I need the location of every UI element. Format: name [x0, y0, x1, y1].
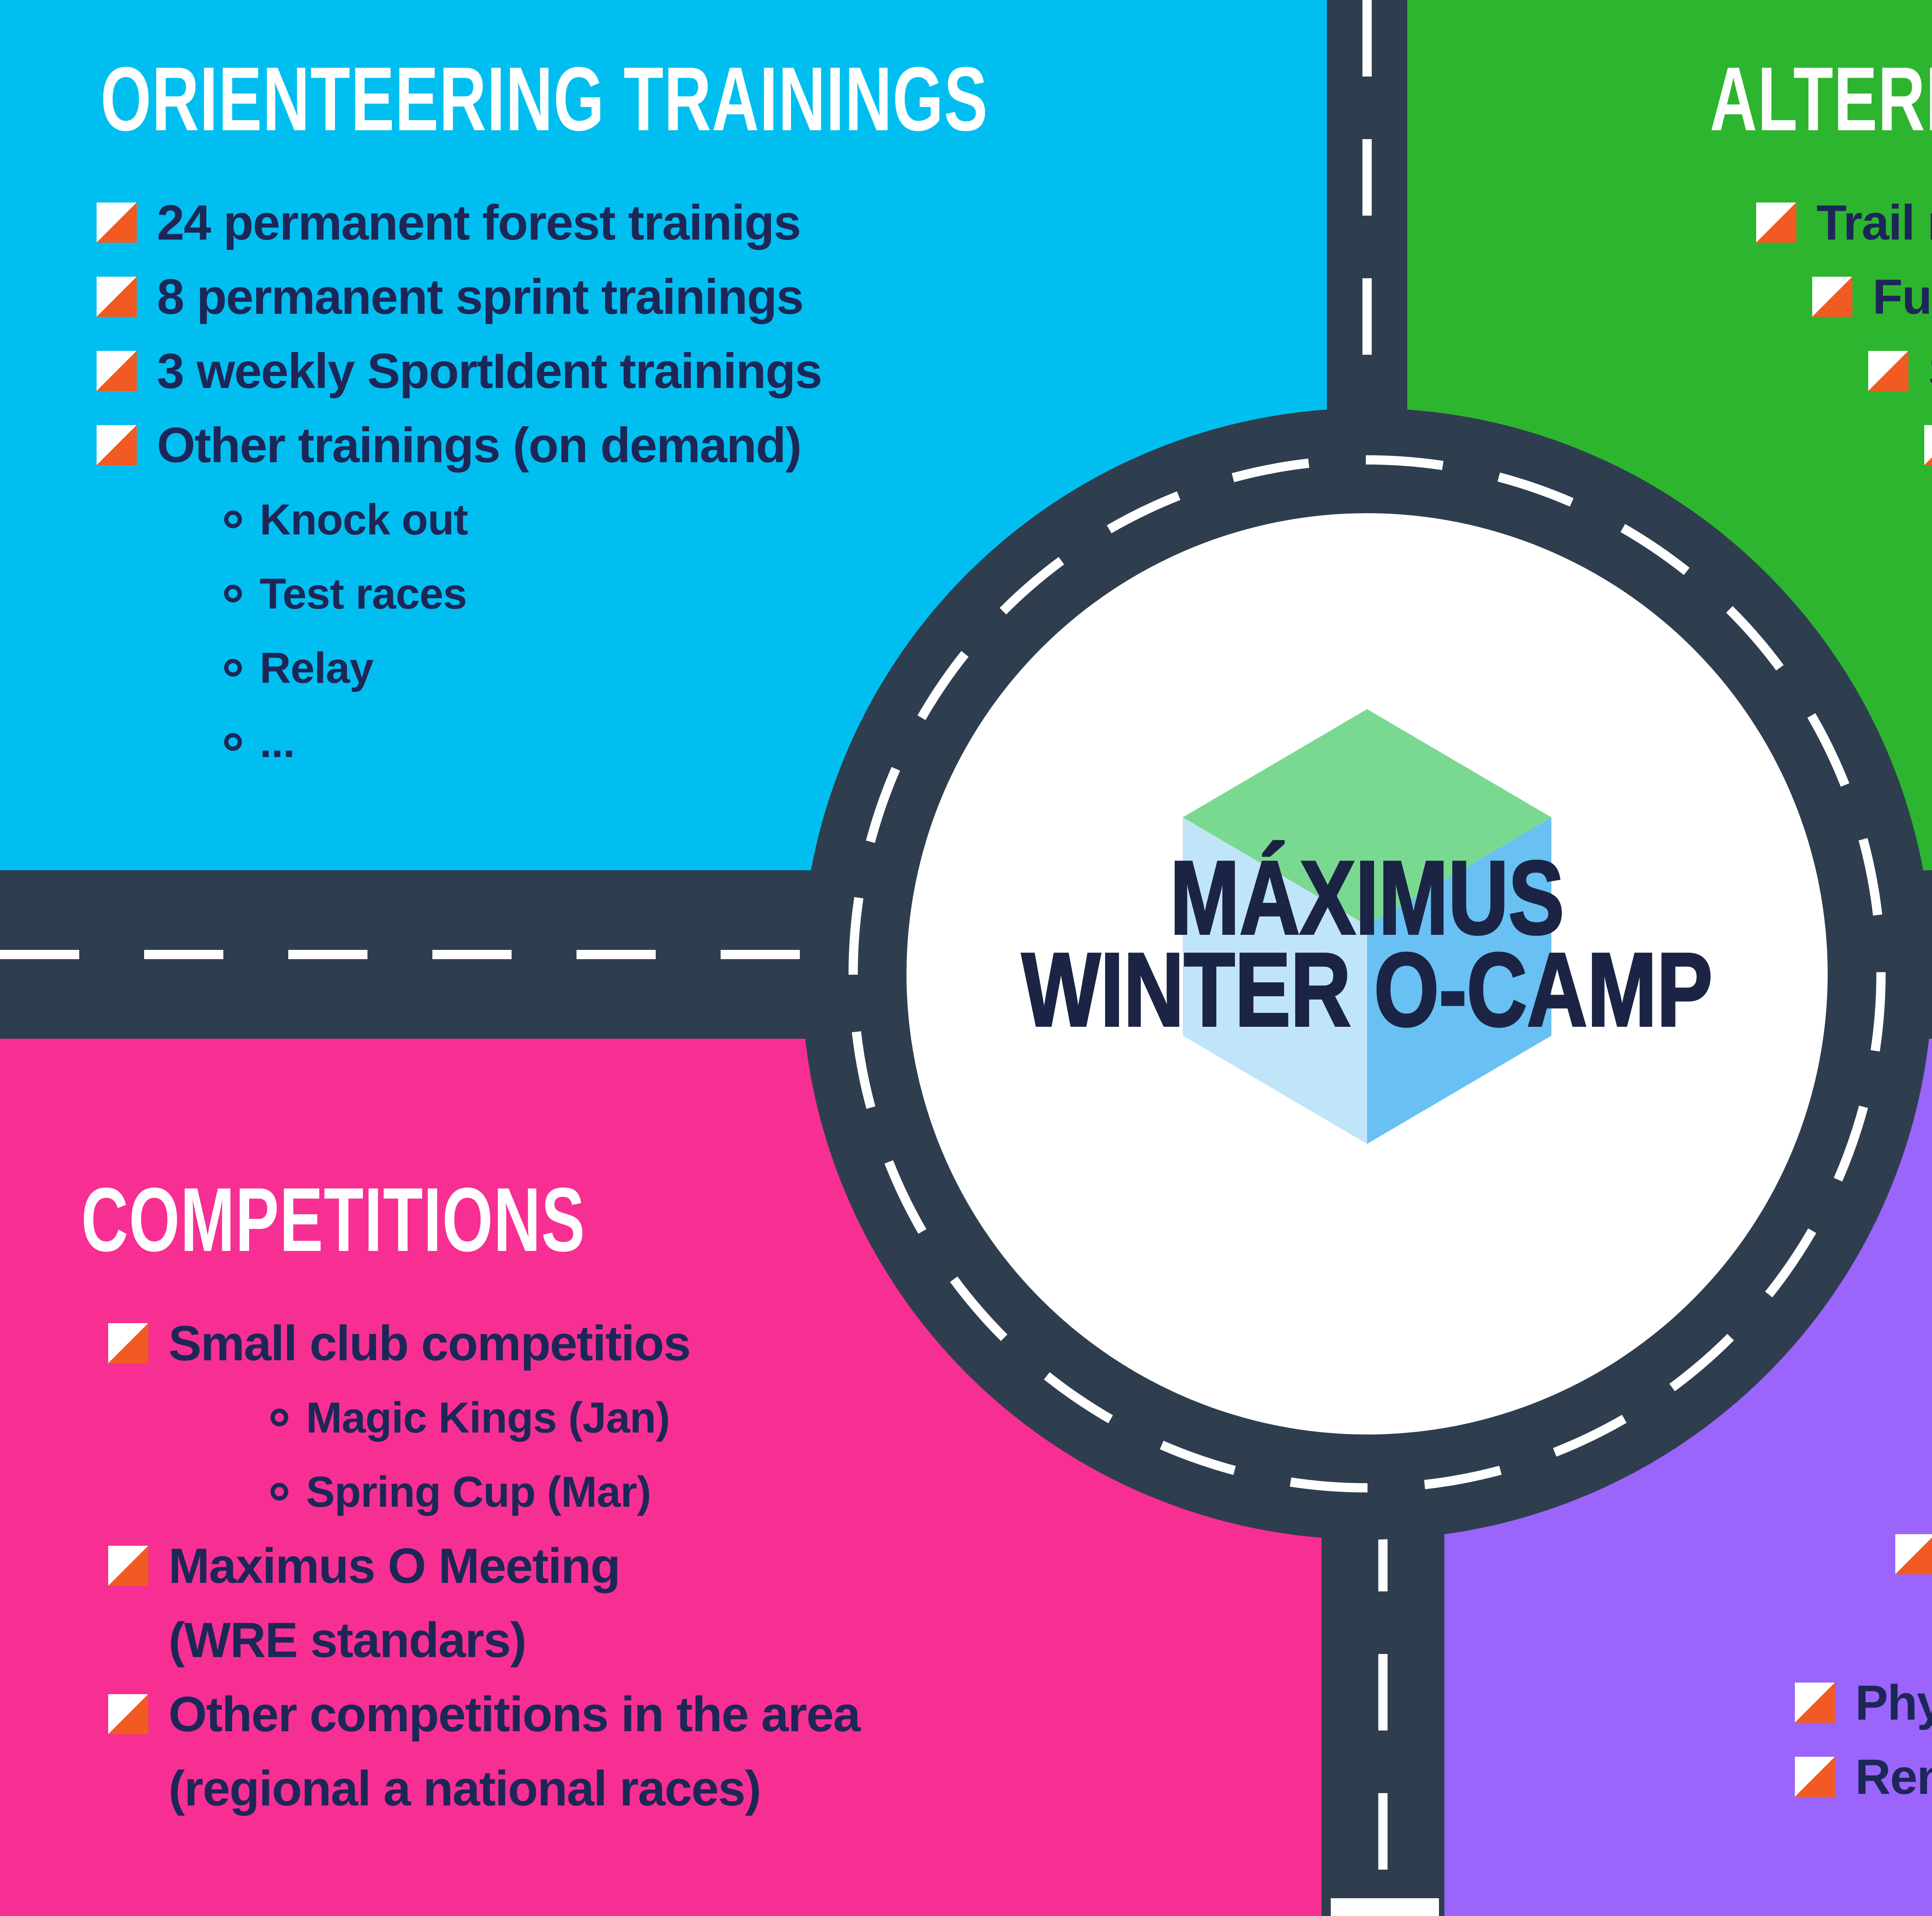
list-item-label: Maximus O Meeting: [168, 1538, 621, 1594]
sub-list-item: Relay: [224, 631, 821, 705]
control-flag-icon: [108, 1694, 148, 1734]
list-item-label: 24 permanent forest trainigs: [157, 195, 801, 250]
sub-item-label: ...: [260, 718, 295, 766]
circle-bullet-icon: [270, 1483, 288, 1501]
list-item: Rental bikes: [1924, 408, 1932, 482]
control-flag-icon: [1795, 1757, 1835, 1797]
list-item: Maximus O Meeting: [108, 1529, 860, 1603]
control-flag-icon: [1812, 277, 1852, 317]
circle-bullet-icon: [270, 1409, 288, 1426]
control-flag-icon: [97, 351, 137, 391]
list-item: 24 permanent forest trainigs: [97, 185, 821, 260]
list-item: Rental cars counseling: [1795, 1740, 1932, 1814]
sub-item-label: Relay: [260, 643, 374, 692]
camp-title-line2: WINTER O-CAMP: [1021, 932, 1714, 1048]
control-flag-icon: [1895, 1534, 1932, 1574]
sub-list-item: Test races: [224, 556, 821, 631]
section-title-alternative: ALTERNATIVE TRAININGS: [1710, 48, 1932, 150]
list-item: 3 weekly SportIdent trainings: [97, 334, 822, 408]
list-item-label: (WRE standars): [168, 1612, 527, 1668]
list-item-label: Rental cars counseling: [1855, 1749, 1932, 1805]
list-item: Small club competitios: [108, 1306, 860, 1380]
list-item: Other trainings (on demand): [97, 408, 821, 482]
camp-title-line1: MÁXIMUS: [1169, 840, 1565, 956]
control-flag-icon: [97, 277, 137, 317]
quadrant-logistics: LOGISTICS Best accommodations Fully eqqu…: [1444, 1039, 1932, 1916]
list-item: Partner restaurants with: [1895, 1517, 1932, 1591]
control-flag-icon: [1868, 351, 1908, 391]
sub-item-label: Test races: [260, 569, 467, 618]
sub-item-label: Spring Cup (Mar): [306, 1467, 651, 1516]
list-item: Trail routes for long runs: [1756, 185, 1932, 260]
sub-list-item: Magic Kings (Jan): [270, 1380, 860, 1455]
list-item-label: Fully equipped gym: [1872, 269, 1932, 325]
control-flag-icon: [1924, 425, 1932, 465]
sub-item-label: Magic Kings (Jan): [306, 1393, 670, 1442]
list-item-label: Trail routes for long runs: [1816, 195, 1932, 250]
logistics-list: Best accommodations Fully eqquiped house…: [1795, 1295, 1932, 1814]
list-item-label: Swimming pool: [1929, 343, 1932, 400]
sub-list-item: ...: [224, 705, 821, 779]
list-item-continuation: (regional a national races): [108, 1751, 860, 1826]
circle-bullet-icon: [224, 733, 242, 751]
control-flag-icon: [108, 1323, 148, 1363]
camp-title: MÁXIMUS WINTER O-CAMP: [996, 840, 1738, 1048]
road-stop-line: [1331, 1898, 1439, 1916]
control-flag-icon: [108, 1546, 148, 1586]
orienteering-list: 24 permanent forest trainigs 8 permanent…: [97, 185, 822, 779]
list-item-label: 3 weekly SportIdent trainings: [157, 343, 822, 399]
list-item: Fully equipped gym: [1812, 260, 1932, 334]
list-item: Other competitions in the area: [108, 1677, 861, 1751]
circle-bullet-icon: [224, 659, 242, 677]
section-title-orienteering: ORIENTEERING TRAININGS: [100, 48, 988, 150]
control-flag-icon: [1795, 1683, 1835, 1723]
list-item: Swimming pool: [1868, 334, 1932, 408]
circle-bullet-icon: [224, 510, 242, 528]
quadrant-orienteering-trainings: ORIENTEERING TRAININGS 24 permanent fore…: [0, 0, 1327, 870]
competitions-list: Small club competitios Magic Kings (Jan)…: [108, 1306, 861, 1826]
control-flag-icon: [1756, 202, 1796, 243]
control-flag-icon: [97, 425, 137, 465]
circle-bullet-icon: [224, 585, 242, 602]
list-item-label: Small club competitios: [168, 1315, 691, 1371]
sub-item-label: Knock out: [260, 495, 468, 544]
sub-list-item: Knock out: [224, 482, 821, 556]
list-item-label: Physiotherapy service: [1855, 1675, 1932, 1731]
list-item-continuation: (WRE standars): [108, 1603, 860, 1677]
alternative-list: Trail routes for long runs Fully equippe…: [1756, 185, 1932, 779]
control-flag-icon: [97, 202, 137, 243]
quadrant-competitions: COMPETITIONS Small club competitios Magi…: [0, 1039, 1321, 1916]
list-item-label: Other competitions in the area: [168, 1686, 861, 1742]
section-title-competitions: COMPETITIONS: [81, 1169, 586, 1270]
list-item-label: (regional a national races): [168, 1761, 761, 1816]
sub-list-item: Spring Cup (Mar): [270, 1455, 860, 1529]
list-item-label: 8 permanent sprint trainings: [157, 269, 804, 325]
list-item-label: Other trainings (on demand): [157, 417, 802, 473]
list-item: 8 permanent sprint trainings: [97, 260, 821, 334]
list-item-continuation: sport food (menu on demand): [1895, 1591, 1932, 1666]
list-item: Physiotherapy service: [1795, 1666, 1932, 1740]
